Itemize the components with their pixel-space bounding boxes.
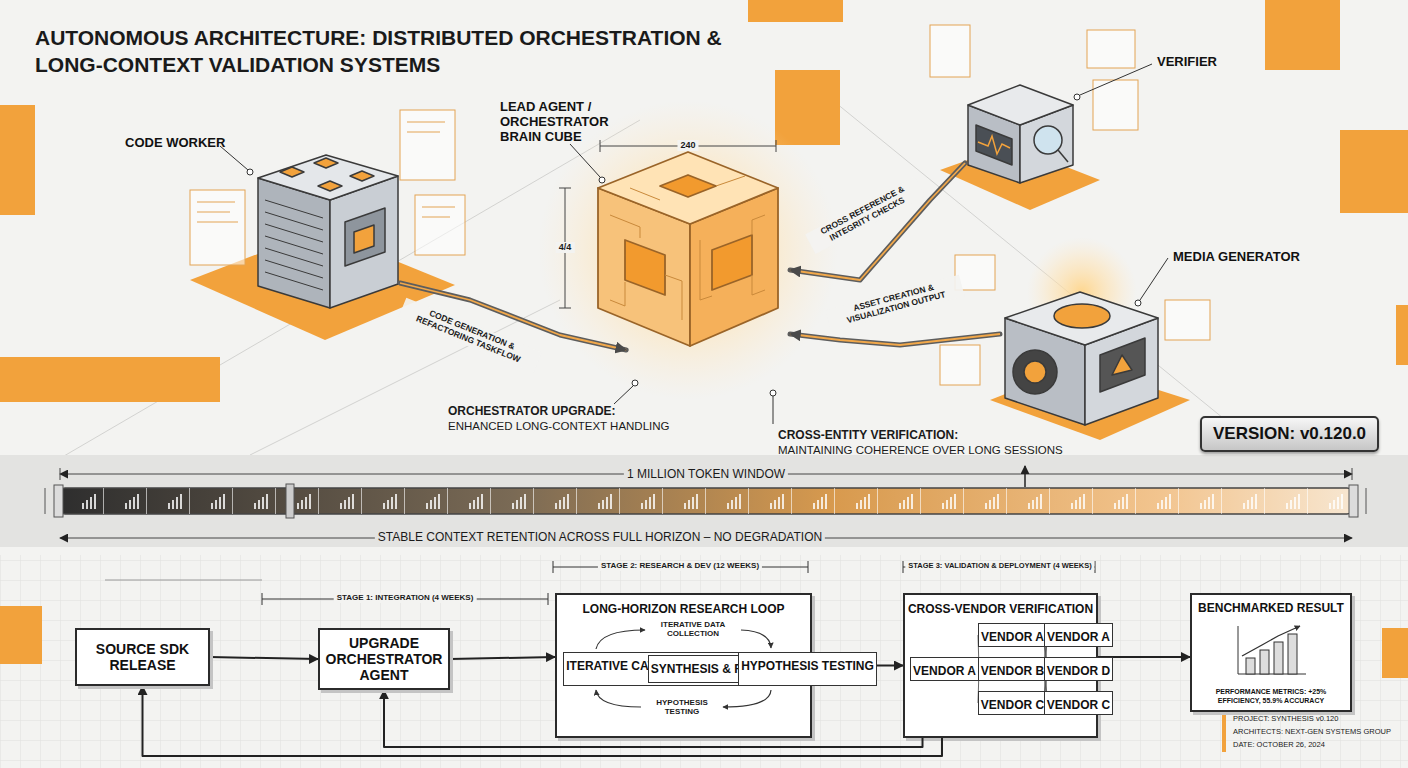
vendor-box: VENDOR B xyxy=(978,657,1047,681)
node-heading: SOURCE SDK RELEASE xyxy=(82,641,203,673)
node-heading: VENDOR A xyxy=(979,631,1046,644)
vendor-box: VENDOR A xyxy=(910,657,979,681)
callout-heading: ORCHESTRATOR UPGRADE: xyxy=(445,404,619,418)
loop-step-label: HYPOTHESIS TESTING xyxy=(643,698,721,716)
node-heading: UPGRADE ORCHESTRATOR AGENT xyxy=(325,635,443,683)
node-heading: VENDOR A xyxy=(911,665,978,678)
edge-label: ASSET CREATION & VISUALIZATION OUTPUT xyxy=(826,275,965,332)
diagram-title: AUTONOMOUS ARCHITECTURE: DISTRIBUTED ORC… xyxy=(35,24,735,78)
connector-line xyxy=(210,657,318,659)
connector xyxy=(450,657,555,659)
vendor-box: VENDOR A xyxy=(978,623,1047,647)
callout-heading: CROSS-ENTITY VERIFICATION: xyxy=(775,428,961,442)
node-heading: VERSION: v0.120.0 xyxy=(1213,424,1366,444)
node-heading: CODE WORKER xyxy=(125,136,225,151)
connector xyxy=(790,334,1000,345)
vendor-box: VENDOR C xyxy=(1044,691,1113,715)
code-worker-unit: CODE WORKER xyxy=(255,160,400,310)
node-heading: CROSS-VENDOR VERIFICATION xyxy=(905,602,1096,616)
connector-line xyxy=(450,657,555,659)
verification-container: CROSS-VENDOR VERIFICATIONVENDOR AVENDOR … xyxy=(903,593,1098,738)
orchestrator-cube: LEAD AGENT / ORCHESTRATOR BRAIN CUBE xyxy=(580,150,790,350)
footer-note: DATE: OCTOBER 26, 2024 xyxy=(1230,740,1328,749)
node-heading: LEAD AGENT / ORCHESTRATOR BRAIN CUBE xyxy=(500,100,608,145)
node-heading: BENCHMARKED RESULT xyxy=(1198,601,1344,615)
connector xyxy=(384,690,923,747)
vendor-box: VENDOR C xyxy=(978,691,1047,715)
connector xyxy=(143,686,943,756)
connector xyxy=(210,657,318,659)
node-heading: LONG-HORIZON RESEARCH LOOP xyxy=(557,602,810,616)
callout-text: ENHANCED LONG-CONTEXT HANDLING xyxy=(445,420,673,434)
node-heading: VENDOR C xyxy=(979,699,1046,712)
node-heading: HYPOTHESIS TESTING xyxy=(739,660,876,673)
result-box: BENCHMARKED RESULT PERFORMANCE METRICS: +… xyxy=(1190,593,1352,712)
node-heading: VENDOR B xyxy=(979,665,1046,678)
vendor-box: VENDOR D xyxy=(1044,657,1113,681)
node-heading: VERIFIER xyxy=(1157,55,1217,70)
loop-step-label: ITERATIVE DATA COLLECTION xyxy=(648,620,738,638)
footer-note: ARCHITECTS: NEXT-GEN SYSTEMS GROUP xyxy=(1230,727,1394,736)
edge-label: CODE GENERATION & REFACTORING TASKFLOW xyxy=(398,298,541,373)
dimension-label: 4/4 xyxy=(556,242,575,253)
connector-line xyxy=(790,334,1000,345)
node-heading: MEDIA GENERATOR xyxy=(1173,250,1300,265)
footer-note: PROJECT: SYNTHESIS v0.120 xyxy=(1230,714,1341,723)
cable-sheath xyxy=(790,163,965,280)
dimension-label: 240 xyxy=(677,140,698,151)
node-heading: VENDOR C xyxy=(1045,699,1112,712)
connector-line xyxy=(384,690,923,747)
dimension-label: STABLE CONTEXT RETENTION ACROSS FULL HOR… xyxy=(375,530,825,544)
process-box: UPGRADE ORCHESTRATOR AGENT xyxy=(318,628,450,690)
stage-label: STAGE 2: RESEARCH & DEV (12 WEEKS) xyxy=(598,561,762,571)
cable-sheath xyxy=(790,334,1000,345)
connector-line xyxy=(790,163,965,280)
connector xyxy=(790,163,965,280)
node-heading: VENDOR D xyxy=(1045,665,1112,678)
node-heading: VENDOR A xyxy=(1045,631,1112,644)
vendor-box: VENDOR A xyxy=(1044,623,1113,647)
stage-label: STAGE 3: VALIDATION & DEPLOYMENT (4 WEEK… xyxy=(905,561,1094,570)
panel-fill xyxy=(1190,593,1352,712)
node-body: PERFORMANCE METRICS: +25% EFFICIENCY, 55… xyxy=(1196,688,1346,705)
dimension-label: 1 MILLION TOKEN WINDOW xyxy=(624,467,788,481)
loop-step-box: HYPOTHESIS TESTING xyxy=(738,652,877,686)
connector-line xyxy=(143,686,943,756)
callout-text: MAINTAINING COHERENCE OVER LONG SESSIONS xyxy=(775,444,1066,458)
stage-label: STAGE 1: INTEGRATION (4 WEEKS) xyxy=(334,593,477,603)
verifier-unit: VERIFIER xyxy=(965,75,1075,185)
media-generator-unit: MEDIA GENERATOR xyxy=(1000,285,1160,425)
process-box: SOURCE SDK RELEASE xyxy=(75,628,210,686)
version-badge: VERSION: v0.120.0 xyxy=(1200,416,1379,452)
